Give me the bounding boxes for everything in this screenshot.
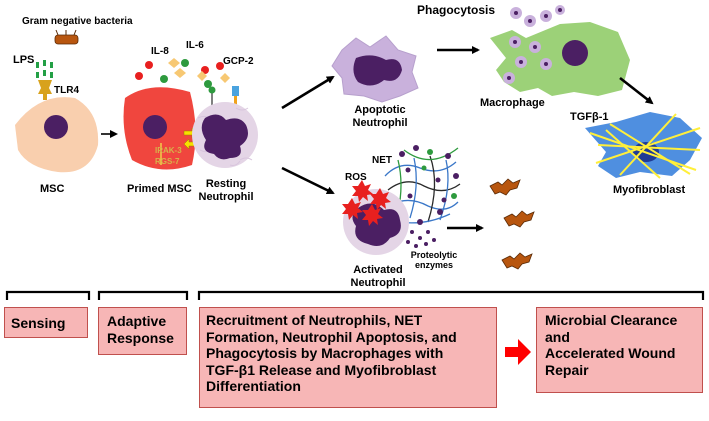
bacterium-fragment-icon [489, 178, 535, 270]
myofibroblast-cell [585, 112, 702, 179]
recruitment-box: Recruitment of Neutrophils, NET Formatio… [199, 307, 497, 408]
gram-negative-bacterium-icon [54, 29, 79, 45]
tlr4-receptor-icon [38, 80, 52, 100]
outcome-box: Microbial Clearance and Accelerated Woun… [536, 307, 703, 393]
net-granule-icon [395, 145, 459, 225]
primed-msc-cell [123, 87, 196, 170]
ros-star-icon [342, 180, 391, 226]
il8-label: IL-8 [151, 46, 169, 57]
apoptotic-neutrophil-label: Apoptotic Neutrophil [352, 104, 408, 129]
gram-negative-bacteria-label: Gram negative bacteria [22, 16, 133, 27]
msc-label: MSC [40, 183, 65, 195]
tlr4-label: TLR4 [54, 85, 79, 96]
macrophage-label: Macrophage [480, 97, 545, 109]
msc-cell [15, 97, 99, 173]
phagocytosis-label: Phagocytosis [417, 3, 496, 17]
tgfb1-label: TGFβ-1 [570, 111, 609, 123]
myofibroblast-label: Myofibroblast [613, 184, 686, 196]
arrow-right-icon [619, 76, 654, 105]
cytokine-dot-icon [135, 58, 230, 88]
resting-neutrophil-cell [192, 102, 258, 168]
sensing-box: Sensing [4, 307, 88, 338]
lps-bars-icon [36, 60, 53, 78]
ros-label: ROS [345, 172, 367, 183]
activated-neutrophil-label: Activated Neutrophil [350, 264, 406, 289]
primed-msc-label: Primed MSC [127, 183, 192, 195]
irak3-label: IRAK-3 [155, 146, 182, 155]
arrow-right-icon [505, 339, 531, 365]
enzyme-dot-icon [406, 230, 436, 248]
bracket-divider [5, 290, 705, 300]
apoptotic-neutrophil-cell [331, 35, 419, 103]
arrow-right-icon [281, 166, 335, 195]
arrow-right-icon [281, 75, 335, 110]
gcp2-label: GCP-2 [223, 56, 254, 67]
rgs7-label: RGS-7 [155, 157, 180, 166]
il6-label: IL-6 [186, 40, 204, 51]
resting-neutrophil-label: Resting Neutrophil [198, 178, 254, 203]
phagocytosed-particle-icon [510, 5, 565, 27]
macrophage-cell [490, 22, 630, 96]
net-label: NET [372, 155, 392, 166]
adaptive-response-box: Adaptive Response [98, 307, 187, 355]
lps-label: LPS [13, 54, 35, 66]
proteolytic-enzymes-label: Proteolytic enzymes [410, 250, 458, 271]
